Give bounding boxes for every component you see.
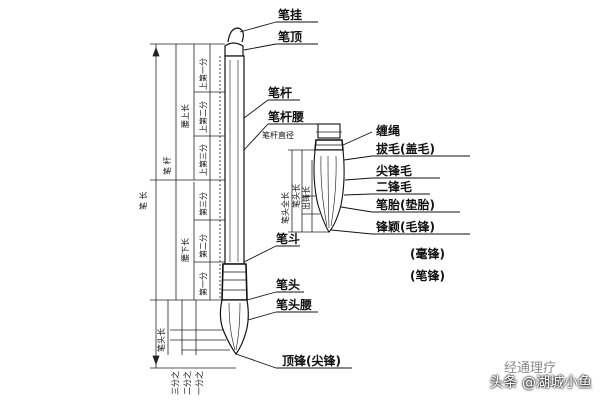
label-er-feng-mao: 二锋毛 (376, 179, 412, 194)
label-bi-gan-vertical: 笔 杆 (162, 156, 172, 175)
label-bi-gan-yao: 笔杆腰 (268, 109, 304, 124)
label-jian-feng-mao: 尖锋毛 (376, 163, 412, 178)
label-bi-tou: 笔头 (276, 277, 300, 292)
label-yao-shang-chang: 腰上长 (180, 104, 190, 128)
label-bi-ding: 笔顶 (278, 29, 302, 44)
brush-main-drawing (219, 27, 249, 356)
label-yao-xia-chang: 腰下长 (180, 238, 190, 262)
detail-shaft-stub (317, 123, 341, 139)
label-bi-tou-quan-chang: 笔头全长 (280, 192, 290, 224)
label-bi-tou-chang-left: 笔头长 (156, 328, 166, 352)
brush-hanging-loop (227, 27, 244, 43)
detail-dimension-lines (288, 131, 342, 233)
watermark-logo-text: 经通理疗 (503, 361, 556, 376)
label-chu-feng-chang: 出锋长 (301, 186, 311, 210)
label-bi-tou-yao: 笔头腰 (276, 297, 312, 312)
dimension-lines-left (150, 43, 236, 369)
main-leader-lines (235, 21, 352, 369)
brush-cap (224, 42, 244, 57)
label-bi-chang: 笔 长 (138, 191, 148, 210)
detail-vertical-labels: 笔头全长 笔头长 出锋长 (280, 184, 311, 224)
label-di-san-fen: 第三分 (198, 192, 208, 216)
detail-head-outline (313, 149, 345, 233)
label-er-fen-zhi: 二分之 (182, 371, 192, 395)
label-bi-feng: (笔锋) (410, 268, 445, 283)
label-bi-dou: 笔斗 (276, 231, 300, 246)
label-bi-tou-chang-right: 笔头长 (291, 184, 301, 208)
main-labels: 笔挂 笔顶 笔杆 笔杆腰 笔杆直径 笔斗 笔头 笔头腰 顶锋(尖锋) (262, 7, 341, 368)
label-shang-di-yi-fen: 上第一分 (198, 58, 208, 90)
label-hao-feng: (毫锋) (410, 246, 445, 261)
label-yi-fen-zhi: 一分之 (194, 371, 204, 395)
label-shang-di-san-fen: 上第三分 (198, 144, 208, 176)
label-bi-gan-zhi-jing: 笔杆直径 (262, 130, 294, 140)
label-ba-mao: 拔毛(盖毛) (376, 141, 435, 156)
label-di-yi-fen: 第一分 (198, 272, 208, 296)
label-ding-feng: 顶锋(尖锋) (282, 353, 341, 368)
label-bi-tai: 笔胎(垫胎) (376, 197, 435, 212)
label-bi-gan: 笔杆 (268, 85, 292, 100)
detail-labels: 缠绳 拔毛(盖毛) 尖锋毛 二锋毛 笔胎(垫胎) 锋颖(毛锋) (毫锋) (笔锋… (376, 123, 445, 283)
label-feng-ying: 锋颖(毛锋) (376, 219, 435, 234)
watermark-credit: 头条 @湖城小鱼 (489, 375, 592, 391)
detail-leader-lines (330, 131, 470, 235)
brush-head (219, 299, 249, 356)
label-chan-sheng: 缠绳 (376, 123, 400, 138)
label-shang-di-er-fen: 上第二分 (198, 101, 208, 133)
brush-head-detail (313, 123, 345, 233)
label-di-er-fen: 第二分 (198, 234, 208, 258)
label-san-fen-zhi: 三分之 (170, 371, 180, 395)
brush-shaft (224, 55, 245, 265)
label-bi-gua: 笔挂 (278, 7, 302, 22)
brush-ferrule (221, 263, 248, 301)
left-vertical-labels: 笔 长 笔 杆 腰上长 上第一分 上第二分 上第三分 腰下长 第三分 第二分 第… (138, 58, 208, 395)
